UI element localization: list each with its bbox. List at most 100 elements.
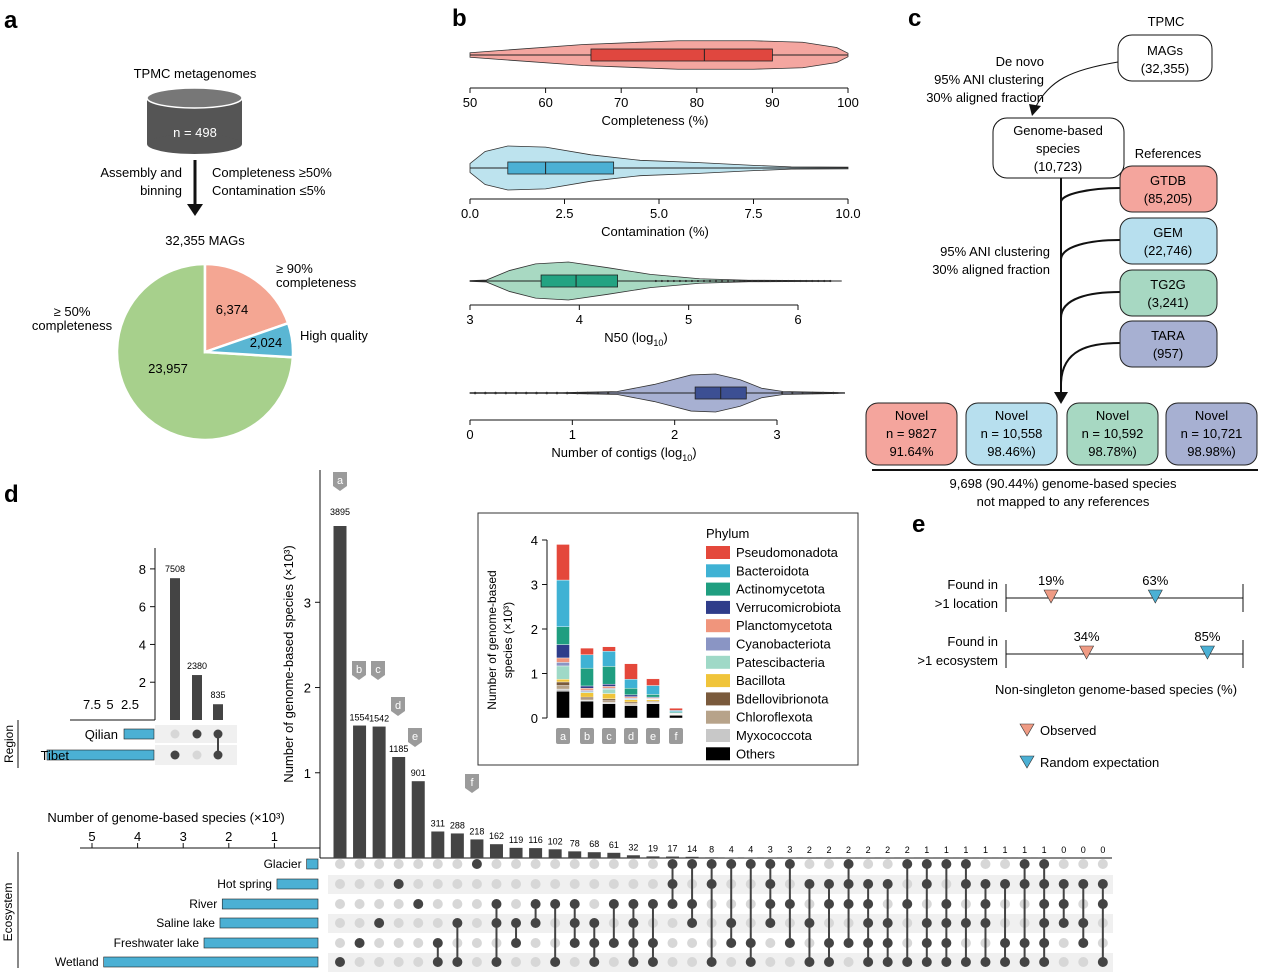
phylum-legend-label: Patescibacteria	[736, 655, 826, 670]
eco-size-tick-label: 2	[225, 829, 232, 844]
upset-dot-off	[471, 957, 482, 967]
outlier-point	[726, 279, 730, 283]
upset-dot-off	[980, 859, 991, 869]
eco-size-tick-label: 1	[271, 829, 278, 844]
outlier-point	[606, 391, 610, 395]
region-bar-label: 835	[210, 690, 225, 700]
panel-label-b: b	[452, 5, 467, 32]
upset-bar-label: 2	[807, 845, 812, 855]
upset-dot-off	[471, 918, 482, 928]
upset-dot-off	[530, 879, 541, 889]
novel-pct: 98.78%)	[1088, 444, 1136, 459]
upset-dot-off	[393, 899, 404, 909]
denovo-arrow	[1034, 61, 1119, 109]
upset-y-label: Number of genome-based species (×10³)	[281, 545, 296, 782]
upset-dot-off	[882, 859, 893, 869]
upset-bar	[470, 839, 484, 858]
upset-dot-off	[393, 938, 404, 948]
region-size-tick-label: 2.5	[121, 697, 139, 712]
violin-box	[507, 161, 615, 175]
upset-bar-label: 1542	[369, 714, 389, 724]
footer-1: 9,698 (90.44%) genome-based species	[950, 476, 1177, 491]
outlier-point	[744, 279, 748, 283]
denovo-1: De novo	[996, 54, 1044, 69]
label-ge50-2: completeness	[32, 318, 113, 333]
outlier-point	[576, 391, 579, 395]
badge-label: f	[470, 777, 474, 789]
violin-tick-label: 70	[614, 95, 628, 110]
inset-bar-segment	[602, 686, 616, 689]
phylum-legend-label: Bacillota	[736, 673, 786, 688]
phylum-legend-label: Pseudomonadota	[736, 545, 839, 560]
upset-row-bg	[328, 953, 1113, 972]
denovo-2: 95% ANI clustering	[934, 72, 1044, 87]
ref-connector	[1060, 342, 1121, 386]
upset-bar-label: 3	[768, 845, 773, 855]
upset-dot-off	[843, 957, 854, 967]
inset-bar-segment	[646, 678, 660, 686]
inset-bar-segment	[602, 702, 616, 704]
outlier-point	[535, 391, 538, 395]
upset-dot-off	[335, 879, 345, 889]
outlier-point	[832, 391, 835, 395]
violin-tick-label: 4	[576, 312, 583, 327]
upset-bar-label: 2	[846, 845, 851, 855]
upset-bar	[372, 726, 386, 858]
upset-dot-off	[569, 957, 580, 967]
upset-dot-off	[471, 879, 482, 889]
upset-bar	[450, 833, 464, 858]
upset-bar	[431, 831, 445, 858]
inset-bar-segment	[580, 687, 594, 691]
panel-label-e: e	[912, 511, 925, 538]
upset-bar	[548, 849, 562, 858]
inset-badge	[556, 728, 570, 744]
inset-bar-segment	[556, 544, 570, 581]
violin-tick-label: 1	[569, 427, 576, 442]
novel-box	[1066, 402, 1159, 466]
upset-bar-label: 4	[729, 845, 734, 855]
inset-bar-segment	[669, 708, 683, 711]
upset-dot-off	[413, 918, 424, 928]
region-y-tick-label: 6	[139, 600, 146, 615]
region-bar-label: 7508	[165, 564, 185, 574]
phylum-legend-label: Others	[736, 746, 776, 761]
inset-bar-segment	[556, 579, 570, 627]
step-left-2: binning	[140, 183, 182, 198]
inset-bar-segment	[556, 626, 570, 645]
upset-dot-off	[452, 899, 463, 909]
eco-size-tick-label: 5	[88, 829, 95, 844]
upset-bar-label: 119	[509, 835, 523, 845]
outlier-point	[678, 279, 682, 283]
row1-label-a: Found in	[947, 577, 998, 592]
inset-badge-label: f	[674, 731, 678, 743]
upset-dot-off	[471, 899, 482, 909]
upset-dot-off	[511, 859, 522, 869]
label-ge50-1: ≥ 50%	[54, 304, 91, 319]
ecosystem-upset: 1 2 3 Number of genome-based species (×10³)…	[1, 470, 1113, 972]
upset-dot-off	[530, 859, 541, 869]
upset-dot-off	[413, 879, 424, 889]
region-dot-off	[170, 729, 180, 739]
outlier-point	[494, 391, 497, 395]
inset-bar-segment	[556, 681, 570, 686]
inset-bar-segment	[624, 694, 638, 697]
step-right-2: Contamination ≤5%	[212, 183, 326, 198]
upset-bar-label: 19	[648, 843, 658, 853]
outlier-point	[763, 279, 766, 283]
inset-bar-segment	[602, 651, 616, 667]
cluster-2: 30% aligned fraction	[932, 262, 1050, 277]
violin-box	[540, 274, 618, 288]
eco-set-bar	[103, 956, 319, 968]
outlier-point	[756, 279, 760, 283]
upset-bar	[529, 848, 543, 858]
outlier-point	[660, 279, 663, 283]
region-size-tick-label: 7.5	[83, 697, 101, 712]
outlier-point	[504, 391, 508, 395]
phylum-legend-label: Bdellovibrionota	[736, 691, 829, 706]
upset-dot-off	[1000, 859, 1011, 869]
upset-bar-label: 14	[687, 844, 697, 854]
outlier-point	[769, 279, 772, 283]
upset-row-bg	[328, 914, 1113, 933]
outlier-point	[805, 279, 808, 283]
